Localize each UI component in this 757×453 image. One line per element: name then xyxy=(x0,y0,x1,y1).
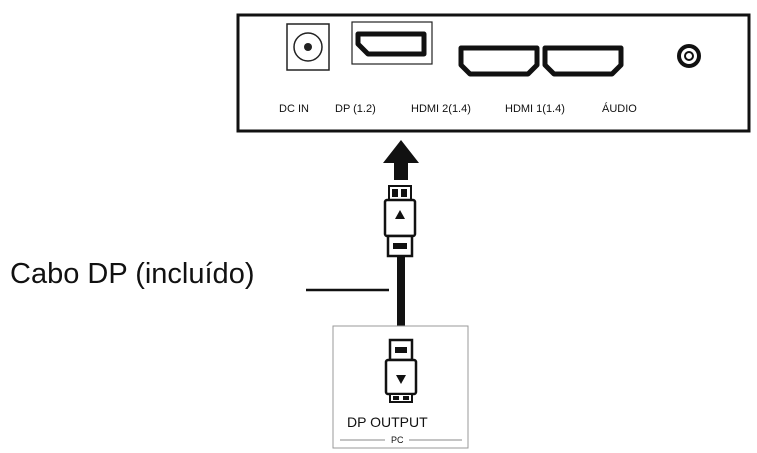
dp-port xyxy=(351,21,433,65)
port-label-hdmi1: HDMI 1(1.4) xyxy=(505,103,565,115)
hdmi2-port xyxy=(458,45,540,77)
port-label-hdmi2: HDMI 2(1.4) xyxy=(411,103,471,115)
dc-in-port xyxy=(286,23,330,71)
audio-port xyxy=(677,44,701,68)
pc-output-label: DP OUTPUT xyxy=(347,414,428,430)
port-label-dc-in: DC IN xyxy=(279,103,309,115)
cable-callout-label: Cabo DP (incluído) xyxy=(10,258,255,290)
dp-connector-top xyxy=(383,185,417,258)
pc-tag: PC xyxy=(391,435,404,445)
dp-cable xyxy=(397,255,405,340)
connect-up-arrow-icon xyxy=(383,140,419,180)
dp-connector-bottom xyxy=(384,338,418,403)
port-label-audio: ÁUDIO xyxy=(602,102,637,115)
hdmi1-port xyxy=(542,45,624,77)
port-label-dp: DP (1.2) xyxy=(335,103,376,115)
